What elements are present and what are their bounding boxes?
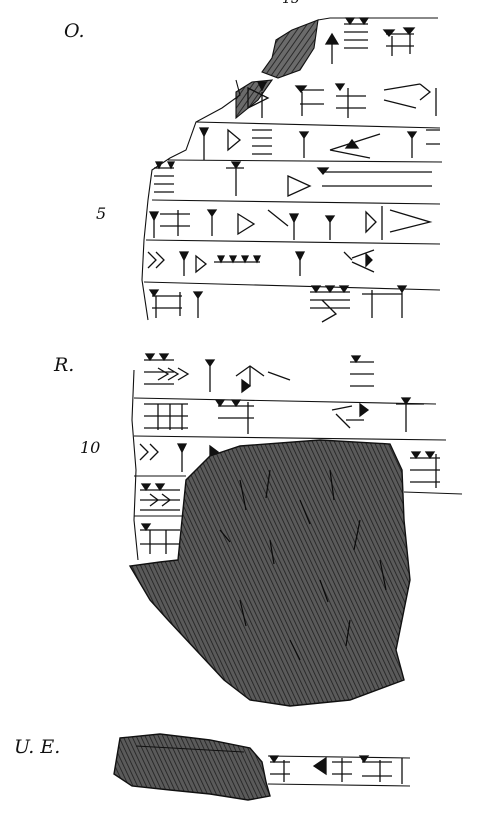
obverse-side <box>141 17 443 323</box>
line-number-5: 5 <box>96 204 107 223</box>
reverse-row-9 <box>144 397 424 434</box>
reverse-side <box>128 353 463 707</box>
line-number-10: 10 <box>80 438 101 457</box>
reverse-row-10 <box>139 443 440 488</box>
obverse-label: O. <box>64 20 85 42</box>
damaged-surface <box>128 439 411 707</box>
upper-edge-signs <box>268 755 403 784</box>
obverse-row-2 <box>247 81 437 118</box>
upper-edge-damage <box>113 733 271 801</box>
reverse-row-11 <box>140 483 180 511</box>
obverse-row-6 <box>147 249 375 276</box>
obverse-row-1 <box>324 17 416 64</box>
obverse-row-3 <box>198 127 440 160</box>
top-page-fragment: 15 <box>282 0 300 6</box>
obverse-row-4 <box>154 161 432 198</box>
obverse-row-7 <box>148 285 408 323</box>
upper-edge-label: U. E. <box>14 736 61 758</box>
upper-edge-side <box>113 733 411 801</box>
reverse-label: R. <box>54 354 75 376</box>
reverse-row-8 <box>144 353 374 394</box>
obverse-row-5 <box>148 206 433 240</box>
reverse-row-12 <box>140 523 180 554</box>
